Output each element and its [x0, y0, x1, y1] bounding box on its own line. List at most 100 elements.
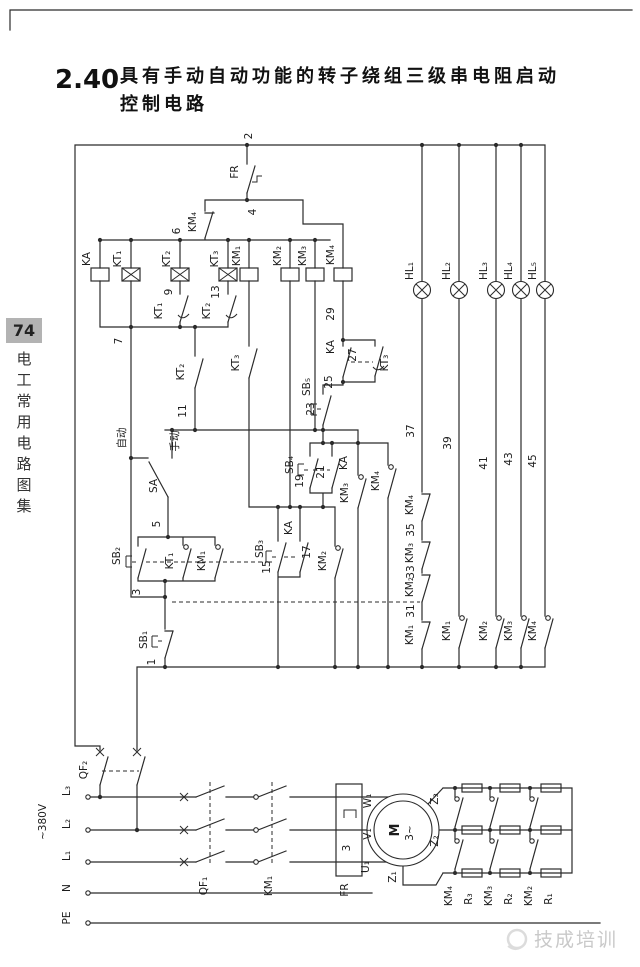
kt1-delay-label: KT₁ — [153, 303, 165, 320]
section-header: 2.40 具有手动自动功能的转子绕组三级串电阻启动 控制电路 — [55, 65, 560, 115]
kt1-coil — [121, 267, 141, 282]
motor — [366, 793, 440, 867]
km2-coil — [280, 267, 300, 282]
wire-label: 21 — [315, 465, 327, 478]
wire-label: 31 — [405, 604, 417, 617]
n-label: N — [61, 884, 73, 892]
lamp-km2-label: KM₂ — [478, 621, 490, 641]
km1-coil-label: KM₁ — [231, 246, 243, 266]
chain-km4-label: KM₄ — [404, 495, 416, 515]
chain-km2-label: KM₂ — [404, 577, 416, 597]
sb5-label: SB₅ — [301, 378, 313, 396]
wire-label: 13 — [210, 285, 222, 298]
indicator-lamps — [412, 280, 555, 300]
kt3-coil — [218, 267, 238, 282]
kt3-no-label: KT₃ — [230, 355, 242, 372]
book-char: 路 — [16, 455, 31, 473]
wire-label: 41 — [478, 456, 490, 469]
qf1-label: QF₁ — [198, 877, 210, 896]
rotor-km3-label: KM₃ — [483, 886, 495, 906]
r3-label: R₃ — [463, 893, 475, 905]
book-char: 电 — [16, 350, 31, 368]
r2-label: R₂ — [503, 893, 515, 905]
wire-label: 7 — [113, 338, 125, 345]
page-number: 74 — [13, 321, 35, 340]
wire-label: 43 — [503, 452, 515, 465]
hl1-label: HL₁ — [404, 262, 416, 280]
v1-terminal-label: V₁ — [362, 828, 374, 839]
timer-coil-crosses — [121, 267, 238, 282]
kt3-coil-label: KT₃ — [209, 251, 221, 268]
wire-label: 6 — [171, 227, 183, 234]
ka21-label: KA — [338, 455, 350, 470]
fr-phase-count: 3 — [341, 845, 353, 852]
km2-coil-label: KM₂ — [272, 246, 284, 266]
fr-element-glyph — [343, 809, 357, 818]
chain-km1-label: KM₁ — [404, 625, 416, 645]
l3-label: L₃ — [61, 786, 73, 796]
sa-switch-label: SA — [148, 478, 160, 493]
rotor-resistors — [461, 783, 562, 878]
book-char: 电 — [16, 434, 31, 452]
junction-dots — [97, 142, 532, 875]
ka25-label: KA — [325, 339, 337, 354]
wire-label: 25 — [323, 375, 335, 388]
hl4-label: HL₄ — [503, 262, 515, 280]
book-char: 集 — [16, 497, 31, 515]
kt2-coil — [170, 267, 190, 282]
r1-label: R₁ — [543, 893, 555, 905]
line-terminals — [85, 794, 91, 926]
km3-coil-label: KM₃ — [297, 246, 309, 266]
book-title-vertical: 电 工 常 用 电 路 图 集 — [16, 350, 31, 515]
wire-label: 11 — [177, 404, 189, 417]
wire-label: 3 — [131, 589, 143, 596]
watermark: 技成培训 — [506, 928, 618, 951]
circuit-wires — [74, 144, 601, 924]
z1-label: Z₁ — [387, 871, 399, 882]
ka17-label: KA — [283, 520, 295, 535]
wire-label: 23 — [305, 402, 317, 415]
no-contact-hooks — [183, 464, 551, 865]
rotor-km4-label: KM₄ — [443, 886, 455, 906]
fr-thermal-glyph — [252, 175, 262, 183]
fr-main-label: FR — [339, 883, 351, 896]
km4-nc-label: KM₄ — [187, 212, 199, 232]
wire-label: 27 — [347, 348, 359, 361]
wire-label: 17 — [301, 545, 313, 558]
kt3-delay-label: KT₃ — [379, 355, 391, 372]
kt1-coil-label: KT₁ — [112, 251, 124, 268]
book-char: 用 — [16, 413, 31, 431]
z2-label: Z₂ — [429, 835, 441, 846]
book-char: 常 — [16, 392, 31, 410]
watermark-text: 技成培训 — [534, 929, 618, 951]
km3-no-label: KM₃ — [339, 483, 351, 503]
km4-coil-label: KM₄ — [325, 245, 337, 265]
circuit-labels: 2 FR 4 KM₄ 6 KA KT₁ KT₂ KT₃ KM₁ KM₂ KM₃ … — [37, 133, 555, 925]
wire-label: 39 — [442, 436, 454, 449]
voltage-label: ~380V — [37, 803, 49, 840]
watermark-logo-swoosh — [507, 943, 526, 950]
fr-overload-box — [335, 783, 363, 877]
km1-main-label: KM₁ — [263, 876, 275, 896]
hl2-label: HL₂ — [441, 262, 453, 280]
pushbutton-actuators — [125, 403, 317, 648]
lamp-km1-label: KM₁ — [441, 621, 453, 641]
kt2-coil-label: KT₂ — [161, 251, 173, 268]
dashed-links — [102, 361, 420, 866]
section-title-line1: 具有手动自动功能的转子绕组三级串电阻启动 — [120, 65, 560, 87]
wire-label: 9 — [163, 289, 175, 296]
z3-label: Z₃ — [429, 793, 441, 804]
km1-no-label: KM₁ — [196, 551, 208, 571]
wire-label: 29 — [325, 307, 337, 320]
km1-coil — [239, 267, 259, 282]
w1-terminal-label: W₁ — [362, 794, 374, 809]
km2-no-label: KM₂ — [317, 551, 329, 571]
ka-coil-label: KA — [81, 251, 93, 266]
qf2-label: QF₂ — [78, 761, 90, 780]
sb4-label: SB₄ — [284, 456, 296, 474]
auto-position-label: 自动 — [115, 428, 128, 449]
book-char: 工 — [16, 371, 31, 389]
kt1-no-label: KT₁ — [164, 553, 176, 570]
kt2-delay-label: KT₂ — [201, 303, 213, 320]
